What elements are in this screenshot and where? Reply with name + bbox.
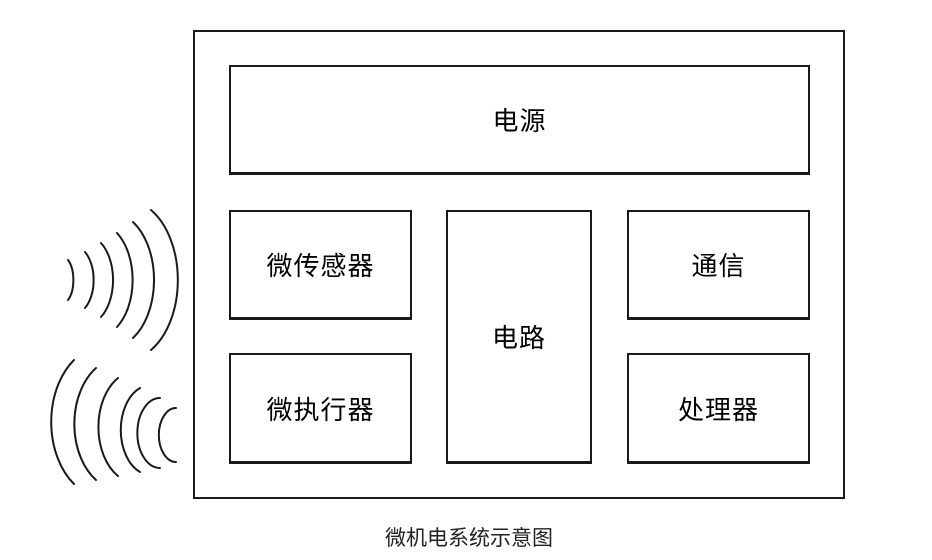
communication-label: 通信: [691, 252, 746, 282]
micro-sensor-block: 微传感器: [229, 210, 412, 320]
micro-actuator-block: 微执行器: [229, 353, 412, 464]
outgoing-wave-6: [50, 359, 75, 485]
outgoing-wave-3: [119, 387, 141, 473]
incoming-wave-5: [132, 221, 155, 339]
incoming-wave-4: [116, 232, 134, 328]
outgoing-wave-2: [136, 397, 161, 469]
outgoing-wave-1: [157, 407, 177, 463]
circuit-block: 电路: [446, 210, 592, 464]
incoming-signal-waves: [67, 209, 179, 351]
incoming-wave-2: [84, 251, 95, 309]
outgoing-signal-waves: [50, 359, 177, 485]
processor-label: 处理器: [677, 395, 759, 426]
incoming-wave-6: [150, 209, 179, 351]
micro-sensor-label: 微传感器: [266, 252, 375, 282]
outgoing-wave-4: [97, 377, 119, 477]
mems-system-frame: [193, 30, 845, 499]
communication-block: 通信: [627, 210, 810, 320]
processor-block: 处理器: [627, 353, 810, 464]
micro-actuator-label: 微执行器: [266, 395, 375, 426]
power-block: 电源: [229, 65, 810, 175]
power-label: 电源: [492, 107, 547, 137]
incoming-wave-1: [67, 259, 75, 301]
outgoing-wave-5: [73, 367, 97, 481]
signal-waves-icon: [50, 209, 179, 485]
incoming-wave-3: [100, 242, 115, 318]
diagram-caption: 微机电系统示意图: [385, 526, 553, 550]
circuit-label: 电路: [491, 324, 546, 354]
